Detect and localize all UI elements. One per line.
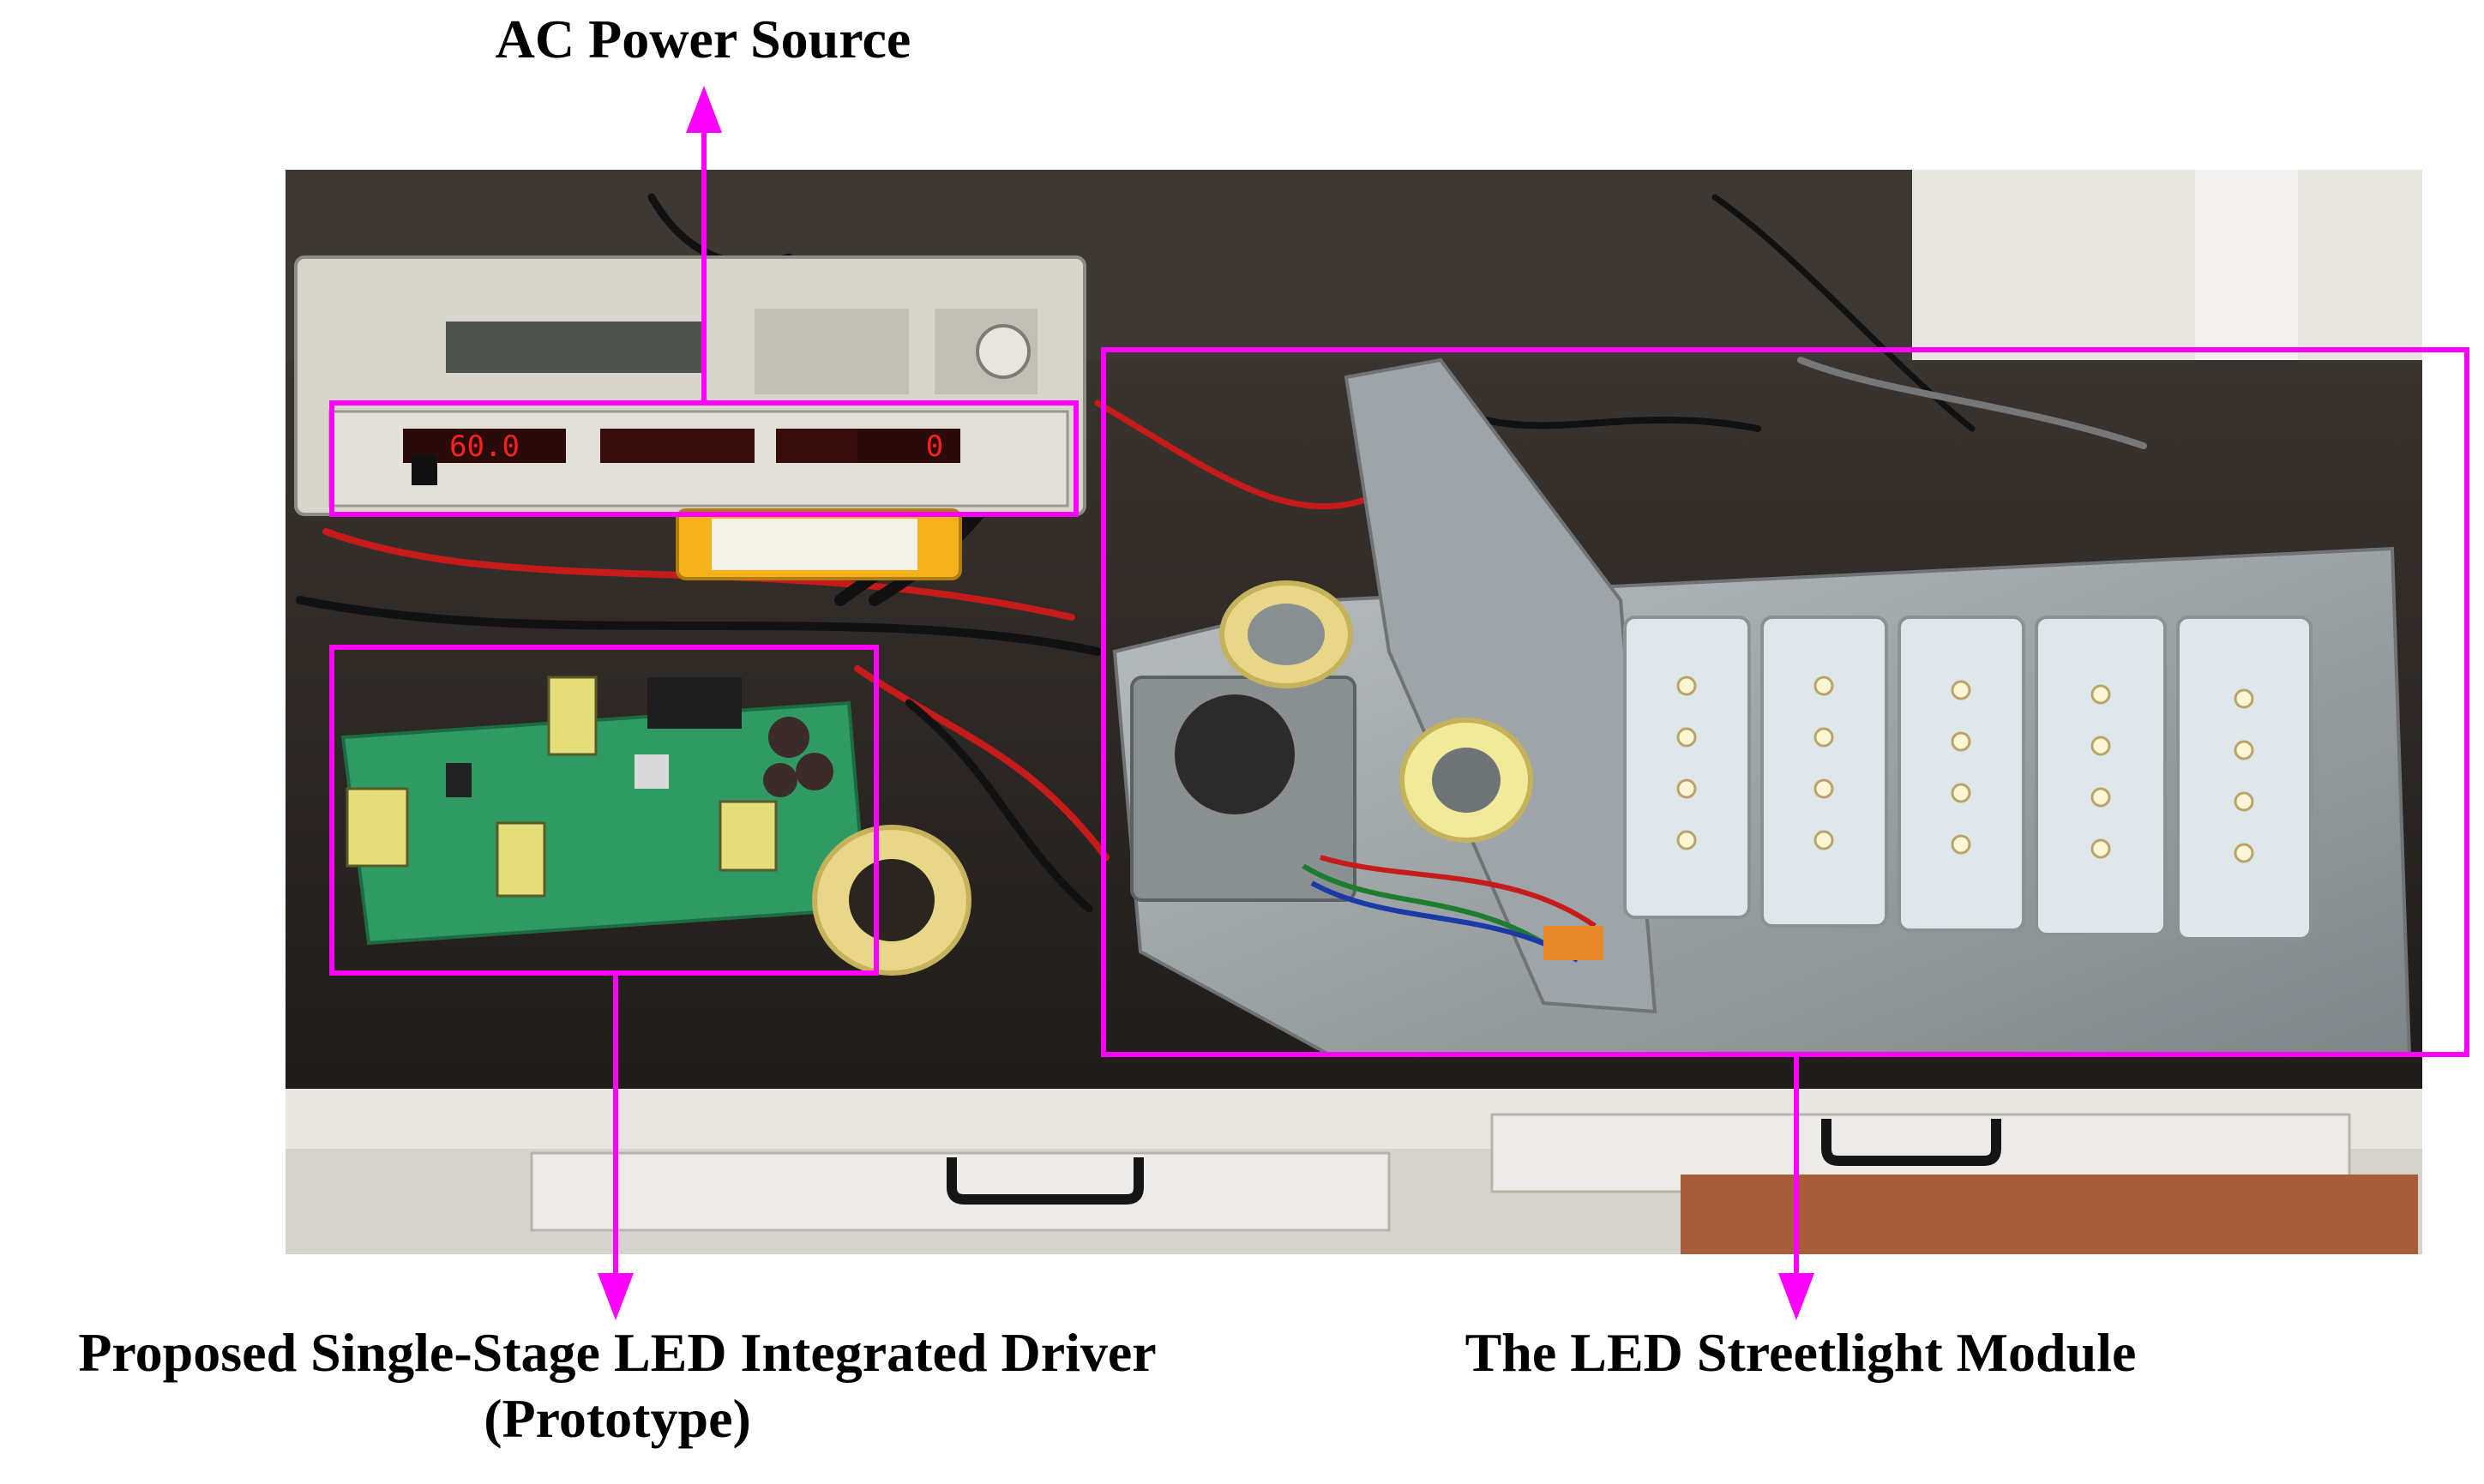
led-panel [1898, 616, 2025, 932]
arrow-down-icon [1778, 1273, 1814, 1320]
voltage-readout: 60.0 [449, 430, 520, 464]
driver-label-line1: Proposed Single-Stage LED Integrated Dri… [78, 1322, 1157, 1383]
current-readout: 0 [926, 430, 943, 464]
ac-power-source-unit: 60.0 0 [294, 255, 1086, 580]
led-panel [1760, 616, 1888, 928]
driver-prototype-label: Proposed Single-Stage LED Integrated Dri… [0, 1320, 1235, 1452]
led-streetlight-module-label: The LED Streetlight Module [1465, 1322, 2137, 1383]
power-switch [412, 454, 437, 485]
streetlight-module-box [1101, 347, 2469, 1057]
driver-label-line2: (Prototype) [484, 1387, 751, 1449]
led-panel [1623, 616, 1751, 919]
arrow-up-icon [686, 86, 722, 133]
ac-power-source-label: AC Power Source [495, 9, 911, 69]
arrow-down-icon [598, 1273, 634, 1320]
led-panel [2035, 616, 2167, 936]
led-panels [1623, 616, 2313, 940]
driver-prototype-pcb [340, 676, 971, 976]
driver-prototype-box [329, 645, 879, 976]
led-panel [2176, 616, 2313, 940]
annotation-arrows [598, 86, 1814, 1320]
